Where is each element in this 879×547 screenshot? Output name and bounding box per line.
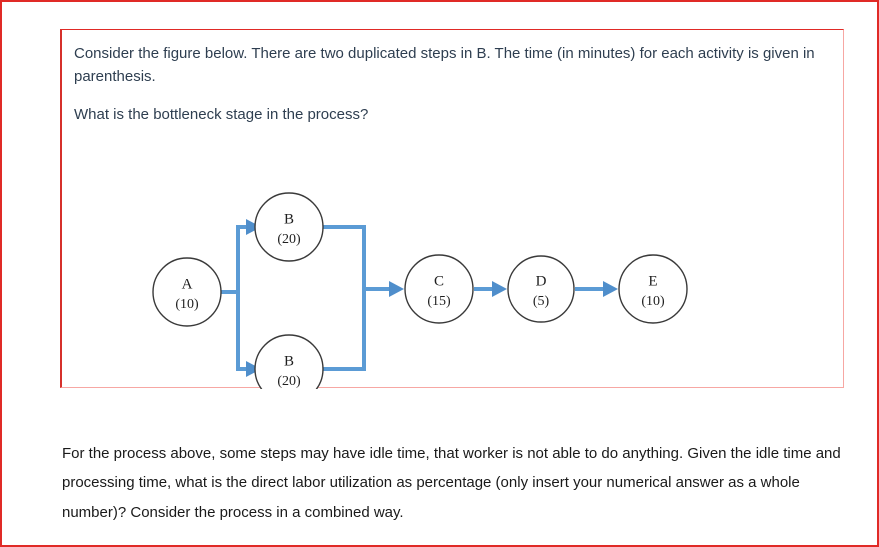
node-e-circle	[618, 254, 688, 324]
followup-question-text: For the process above, some steps may ha…	[62, 445, 841, 521]
edge-merge-to-c	[362, 281, 404, 297]
node-c-time: (15)	[427, 294, 451, 309]
node-a-label: A	[182, 276, 193, 292]
node-d-time: (5)	[533, 294, 550, 309]
question-intro-text: Consider the figure below. There are two…	[74, 45, 815, 86]
edge-d-to-e	[575, 281, 618, 297]
process-node-b-top[interactable]: B (20)	[254, 192, 324, 262]
node-b-bottom-time: (20)	[277, 374, 301, 389]
edge-b-bottom-to-merge	[323, 289, 366, 371]
process-flow-diagram: A (10) B (20) B (20) C (15)	[62, 140, 846, 389]
node-e-time: (10)	[641, 294, 665, 309]
node-b-top-label: B	[284, 211, 294, 227]
edge-a-to-b-bottom	[221, 290, 261, 377]
process-node-b-bottom[interactable]: B (20)	[254, 334, 324, 389]
process-node-e[interactable]: E (10)	[618, 254, 688, 324]
node-d-label: D	[536, 273, 547, 289]
node-b-bottom-label: B	[284, 353, 294, 369]
edge-b-top-to-merge	[323, 225, 366, 289]
process-node-c[interactable]: C (15)	[404, 254, 474, 324]
question-prompt: Consider the figure below. There are two…	[74, 42, 836, 126]
node-c-label: C	[434, 273, 444, 289]
node-a-time: (10)	[175, 297, 199, 312]
node-b-top-time: (20)	[277, 232, 301, 247]
process-flow-svg: A (10) B (20) B (20) C (15)	[152, 192, 688, 389]
node-b-bottom-circle	[254, 334, 324, 389]
node-e-label: E	[648, 273, 657, 289]
node-a-circle	[152, 257, 222, 327]
followup-question: For the process above, some steps may ha…	[62, 439, 852, 527]
node-d-circle	[507, 255, 575, 323]
question-ask-text: What is the bottleneck stage in the proc…	[74, 105, 369, 123]
node-b-top-circle	[254, 192, 324, 262]
node-c-circle	[404, 254, 474, 324]
edge-c-to-d	[474, 281, 507, 297]
process-node-d[interactable]: D (5)	[507, 255, 575, 323]
question-card: Consider the figure below. There are two…	[60, 29, 846, 389]
process-node-a[interactable]: A (10)	[152, 257, 222, 327]
